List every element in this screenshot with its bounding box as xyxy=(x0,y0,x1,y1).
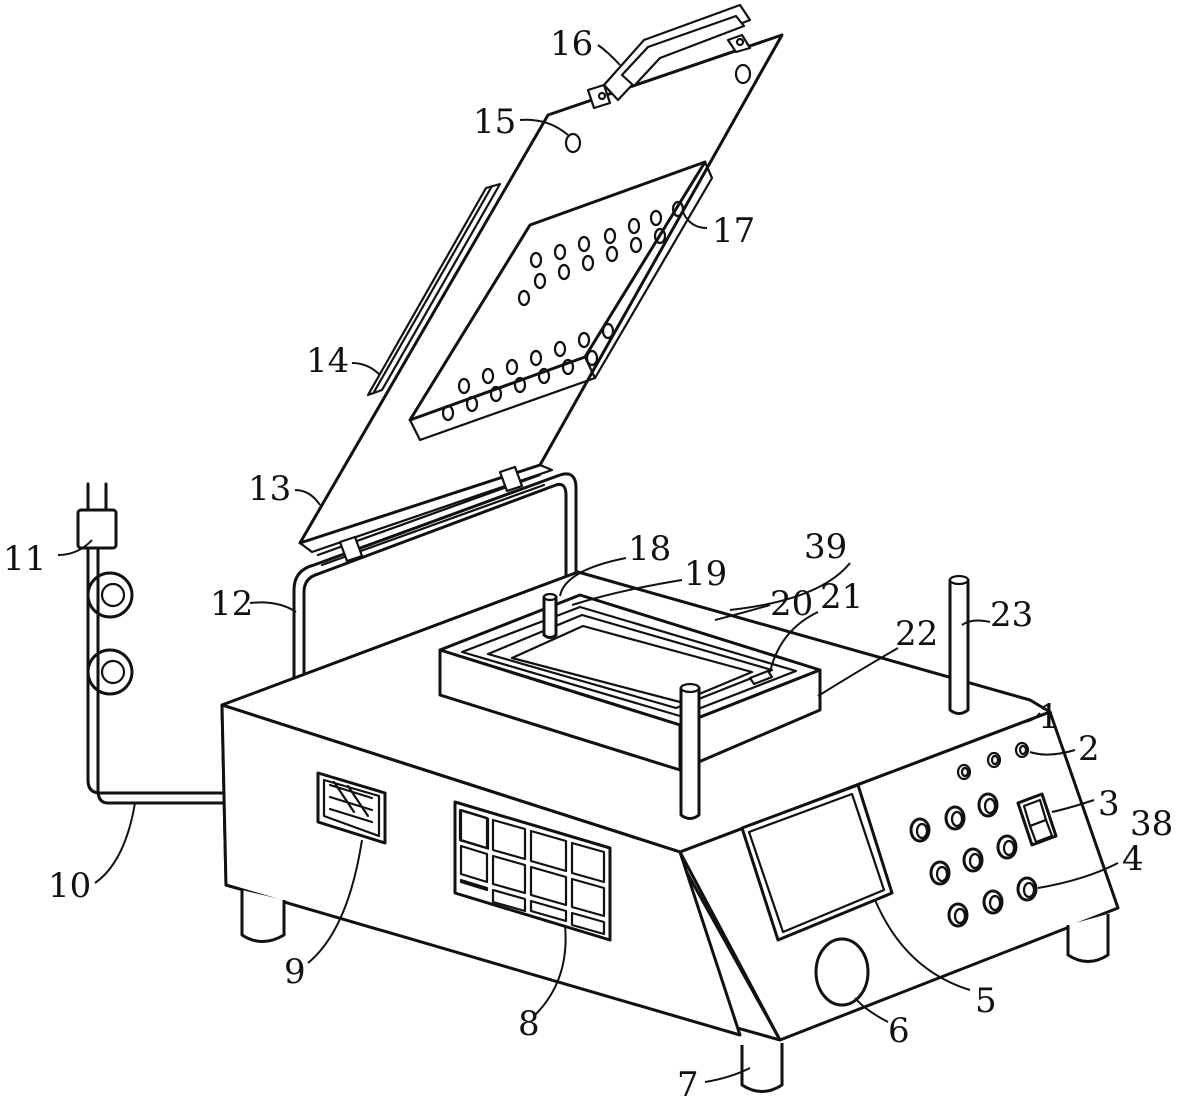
cord-loop-1 xyxy=(86,571,134,619)
label-4: 4 xyxy=(1122,839,1144,879)
leg-right xyxy=(1066,914,1110,963)
post-23 xyxy=(948,578,970,715)
label-19: 19 xyxy=(684,554,727,594)
label-39: 39 xyxy=(804,527,847,567)
hinge-clip-right xyxy=(498,465,524,493)
label-11: 11 xyxy=(3,539,46,579)
label-5: 5 xyxy=(975,981,997,1021)
label-10: 10 xyxy=(48,866,91,906)
label-20: 20 xyxy=(770,584,813,624)
leader-lines xyxy=(57,44,1119,1083)
leg-front xyxy=(740,1043,784,1093)
hinge-frame xyxy=(292,465,578,704)
perforated-plate-thickness xyxy=(408,355,597,442)
label-9: 9 xyxy=(284,952,306,992)
label-1: 1 xyxy=(1038,697,1060,737)
label-12: 12 xyxy=(210,584,253,624)
label-14: 14 xyxy=(306,341,349,381)
post-front xyxy=(679,686,701,820)
plate-holes xyxy=(441,200,685,422)
vent-grille xyxy=(316,771,387,845)
cord-outer xyxy=(86,543,224,795)
power-cord xyxy=(86,543,224,805)
lid-plate-edge xyxy=(298,463,554,554)
lid xyxy=(298,3,784,554)
callout-labels: 1 2 3 4 5 6 7 8 9 10 11 12 13 14 15 16 1… xyxy=(3,24,1173,1105)
label-22: 22 xyxy=(895,614,938,654)
display-screen xyxy=(740,783,894,942)
lid-handle xyxy=(586,3,752,110)
hinge-frame-outer xyxy=(292,472,578,704)
label-13: 13 xyxy=(248,469,291,509)
legs xyxy=(240,890,1110,1093)
guide-posts xyxy=(542,574,970,820)
work-tray xyxy=(438,593,822,772)
label-21: 21 xyxy=(820,577,863,617)
power-plug xyxy=(76,482,118,550)
rocker-switch xyxy=(1016,792,1058,847)
window-grid xyxy=(453,800,612,942)
hinge-frame-inner xyxy=(302,483,568,704)
post-18 xyxy=(542,595,558,639)
control-panel-face xyxy=(678,710,1120,1042)
lid-side-strip xyxy=(366,182,502,397)
label-23: 23 xyxy=(990,595,1033,635)
speaker xyxy=(814,937,870,1007)
label-6: 6 xyxy=(888,1011,910,1051)
label-3: 3 xyxy=(1098,784,1120,824)
tray-latch xyxy=(748,669,774,686)
leg-left xyxy=(240,890,286,943)
lid-hole-right xyxy=(734,63,752,85)
tray-inner xyxy=(460,605,798,718)
label-16: 16 xyxy=(550,24,593,64)
button-array xyxy=(909,792,1038,928)
label-8: 8 xyxy=(518,1004,540,1044)
label-15: 15 xyxy=(473,102,516,142)
label-7: 7 xyxy=(677,1065,699,1105)
label-38: 38 xyxy=(1130,804,1173,844)
lid-hole xyxy=(564,132,582,154)
perforated-plate-side xyxy=(593,160,714,380)
lid-side-strip-line xyxy=(372,184,494,394)
cord-inner xyxy=(96,543,224,805)
label-17: 17 xyxy=(712,211,755,251)
label-2: 2 xyxy=(1078,729,1100,769)
hinge-clip-left xyxy=(338,535,364,563)
indicator-lights xyxy=(956,741,1030,781)
label-18: 18 xyxy=(628,529,671,569)
cord-loop-2 xyxy=(86,648,134,696)
